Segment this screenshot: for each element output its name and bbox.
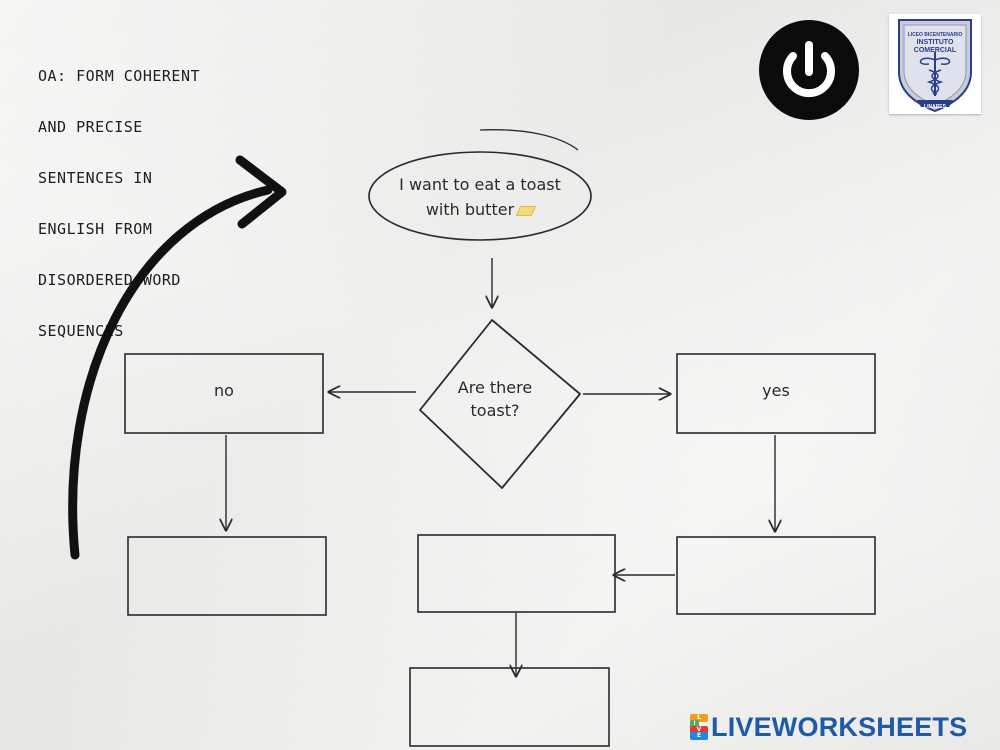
no-label: no (214, 381, 234, 400)
objective-line: SENTENCES IN (38, 168, 153, 187)
objective-line: OA: FORM COHERENT (38, 66, 201, 85)
empty-box-right (676, 536, 876, 615)
objective-line: SEQUENCES (38, 321, 124, 340)
badge-letter: E (690, 732, 708, 740)
badge-letter: L (690, 714, 708, 722)
butter-icon (515, 205, 537, 216)
badge-letter: V (690, 726, 708, 734)
empty-box-middle (417, 534, 616, 613)
liveworksheets-brand: L I V E LIVEWORKSHEETS (690, 710, 967, 744)
brand-text: LIVEWORKSHEETS (711, 711, 968, 742)
empty-box-bottom (409, 667, 610, 747)
yes-box (676, 353, 876, 434)
start-label-line: I want to eat a toast (399, 175, 561, 194)
crest-top-text: LICEO BICENTENARIO (907, 32, 963, 38)
empty-box-left (127, 536, 327, 616)
crest-line: COMERCIAL (913, 47, 957, 54)
decision-diamond (419, 319, 581, 489)
decision-label-line: toast? (470, 401, 520, 420)
school-crest-logo: LICEO BICENTENARIO INSTITUTO COMERCIAL L… (889, 14, 981, 114)
start-label-line: with butter (380, 197, 580, 222)
objective-line: DISORDERED WORD (38, 270, 181, 289)
objective-line: ENGLISH FROM (38, 219, 153, 238)
start-label-text: with butter (425, 200, 515, 219)
decision-label: Are there toast? (430, 376, 560, 422)
start-label: I want to eat a toast with butter (380, 172, 580, 222)
no-box (124, 353, 324, 434)
crest-line: INSTITUTO (916, 39, 954, 46)
decision-label-line: Are there (457, 378, 533, 397)
shield-icon (898, 19, 972, 113)
liveworksheets-logo-icon: L I V E (690, 714, 708, 740)
learning-objective: OA: FORM COHERENT AND PRECISE SENTENCES … (38, 38, 268, 370)
power-icon (759, 20, 859, 120)
crest-bottom-text: LINARES (924, 104, 946, 110)
start-ellipse (368, 151, 592, 241)
curved-arrow (68, 185, 273, 560)
curved-arrow-head (235, 155, 287, 229)
yes-label: yes (762, 381, 790, 400)
crest-main-text: INSTITUTO COMERCIAL (889, 39, 981, 55)
badge-letter: I (690, 720, 699, 728)
objective-line: AND PRECISE (38, 117, 143, 136)
start-ellipse-stroke-tail (479, 129, 579, 151)
